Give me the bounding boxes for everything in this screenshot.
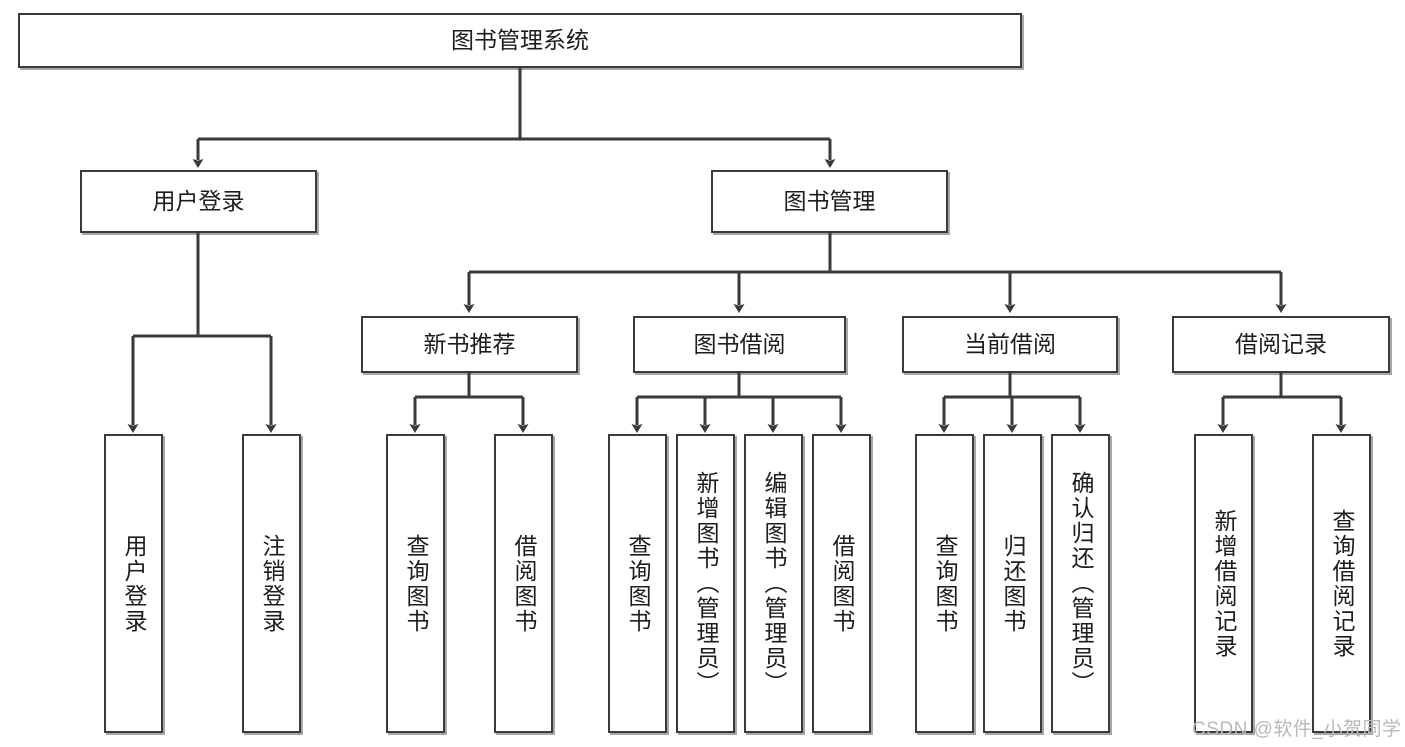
node-leaf-query-book-2-label: 查询图书 bbox=[625, 533, 651, 634]
node-leaf-query-book-1-label: 查询图书 bbox=[403, 533, 429, 634]
node-new-book-recommend[interactable]: 新书推荐 bbox=[361, 316, 578, 373]
node-leaf-edit-book[interactable]: 编辑图书（管理员） bbox=[744, 434, 803, 733]
node-leaf-query-book-2[interactable]: 查询图书 bbox=[608, 434, 667, 733]
node-leaf-query-book-3[interactable]: 查询图书 bbox=[915, 434, 974, 733]
node-leaf-borrow-book-2-label: 借阅图书 bbox=[829, 533, 855, 634]
node-user-login-label: 用户登录 bbox=[152, 187, 245, 214]
node-leaf-return-book[interactable]: 归还图书 bbox=[983, 434, 1042, 733]
node-leaf-edit-book-label: 编辑图书（管理员） bbox=[761, 471, 787, 696]
node-book-management[interactable]: 图书管理 bbox=[711, 170, 948, 233]
node-leaf-add-book[interactable]: 新增图书（管理员） bbox=[676, 434, 735, 733]
node-leaf-borrow-book-2[interactable]: 借阅图书 bbox=[812, 434, 871, 733]
node-borrow-record-label: 借阅记录 bbox=[1235, 330, 1327, 357]
node-leaf-query-book-3-label: 查询图书 bbox=[932, 533, 958, 634]
node-book-borrow[interactable]: 图书借阅 bbox=[633, 316, 846, 373]
node-leaf-add-record-label: 新增借阅记录 bbox=[1211, 508, 1237, 659]
node-leaf-add-record[interactable]: 新增借阅记录 bbox=[1194, 434, 1253, 733]
node-leaf-user-login[interactable]: 用户登录 bbox=[104, 434, 163, 733]
node-leaf-return-book-label: 归还图书 bbox=[1000, 533, 1026, 634]
node-leaf-query-book-1[interactable]: 查询图书 bbox=[386, 434, 445, 733]
node-leaf-confirm-return-label: 确认归还（管理员） bbox=[1068, 471, 1094, 696]
node-user-login[interactable]: 用户登录 bbox=[80, 170, 317, 233]
node-current-borrow[interactable]: 当前借阅 bbox=[902, 316, 1118, 373]
node-root-label: 图书管理系统 bbox=[451, 26, 589, 53]
node-leaf-logout-label: 注销登录 bbox=[259, 533, 285, 634]
node-leaf-query-record[interactable]: 查询借阅记录 bbox=[1312, 434, 1371, 733]
node-book-management-label: 图书管理 bbox=[783, 187, 876, 214]
node-book-borrow-label: 图书借阅 bbox=[693, 330, 786, 357]
node-leaf-borrow-book-1-label: 借阅图书 bbox=[511, 533, 537, 634]
node-leaf-confirm-return[interactable]: 确认归还（管理员） bbox=[1051, 434, 1110, 733]
node-leaf-borrow-book-1[interactable]: 借阅图书 bbox=[494, 434, 553, 733]
node-borrow-record[interactable]: 借阅记录 bbox=[1172, 316, 1390, 373]
node-current-borrow-label: 当前借阅 bbox=[964, 330, 1056, 357]
node-root[interactable]: 图书管理系统 bbox=[18, 13, 1022, 68]
node-leaf-user-login-label: 用户登录 bbox=[121, 533, 147, 634]
node-leaf-query-record-label: 查询借阅记录 bbox=[1329, 508, 1355, 659]
node-leaf-add-book-label: 新增图书（管理员） bbox=[693, 471, 719, 696]
node-new-book-recommend-label: 新书推荐 bbox=[423, 330, 516, 357]
csdn-watermark: CSDN @软件_小贺同学 bbox=[1192, 719, 1402, 740]
node-leaf-logout[interactable]: 注销登录 bbox=[242, 434, 301, 733]
